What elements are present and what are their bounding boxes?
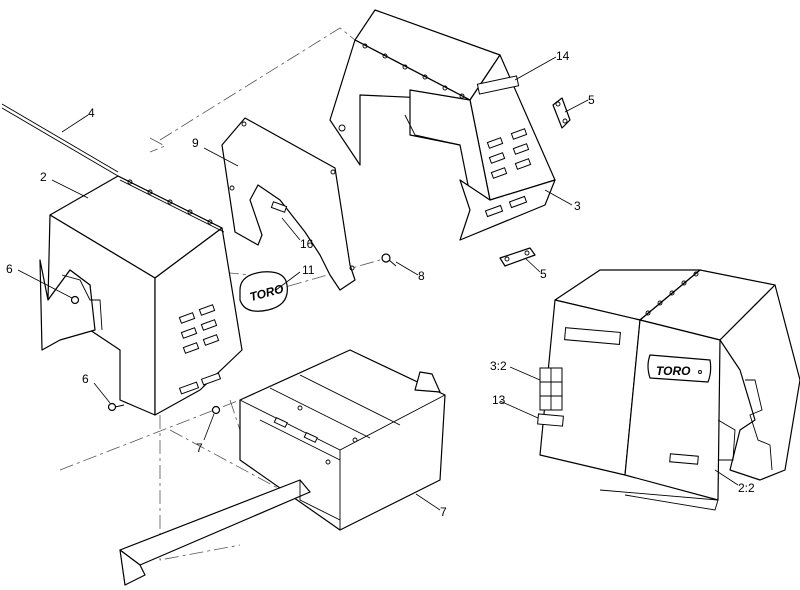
callout-6-upper: 6 (6, 262, 13, 276)
callout-13: 13 (492, 393, 506, 407)
callout-7-left: 7 (196, 441, 203, 455)
fastener-7-left (211, 405, 221, 415)
left-cover-hinge (117, 175, 225, 233)
callout-2-2: 2:2 (738, 481, 755, 495)
fastener-6-lower (107, 402, 125, 412)
left-cover-vents (178, 304, 222, 395)
callout-labels: 4 2 9 14 5 3 16 6 11 8 5 6 7 7 3:2 13 2:… (6, 49, 755, 519)
link-part-upper (552, 97, 571, 129)
left-cover-part: TORO (39, 175, 288, 416)
callout-5-lower: 5 (540, 267, 547, 281)
rear-cover-part (329, 9, 556, 241)
rod-part (1, 103, 119, 177)
fastener-6-upper (70, 295, 80, 305)
assembled-cover-hinge (639, 269, 701, 321)
toro-decal-left: TORO (239, 271, 288, 312)
callout-5-upper: 5 (588, 93, 595, 107)
callout-2: 2 (40, 170, 47, 184)
rear-cover-vents (476, 75, 532, 218)
plate-part (221, 117, 356, 291)
callout-9: 9 (192, 136, 199, 150)
callout-11: 11 (302, 263, 315, 277)
frame-part (119, 349, 446, 586)
callout-16: 16 (300, 237, 314, 251)
callout-3-2: 3:2 (490, 359, 507, 373)
callout-7-right: 7 (440, 505, 447, 519)
rear-cover-hinge (354, 39, 471, 101)
callout-8: 8 (418, 269, 425, 283)
assembled-cover-part: TORO (537, 269, 800, 511)
callout-6-lower: 6 (82, 372, 89, 386)
toro-decal-right-text: TORO (656, 364, 691, 378)
callout-4: 4 (88, 106, 95, 120)
callout-14: 14 (556, 49, 570, 63)
callout-3: 3 (574, 199, 581, 213)
toro-decal-right: TORO (647, 354, 712, 383)
leader-lines (17, 56, 739, 511)
link-part-lower (499, 247, 536, 267)
decal-3-2 (539, 367, 563, 411)
fastener-8 (381, 253, 397, 267)
